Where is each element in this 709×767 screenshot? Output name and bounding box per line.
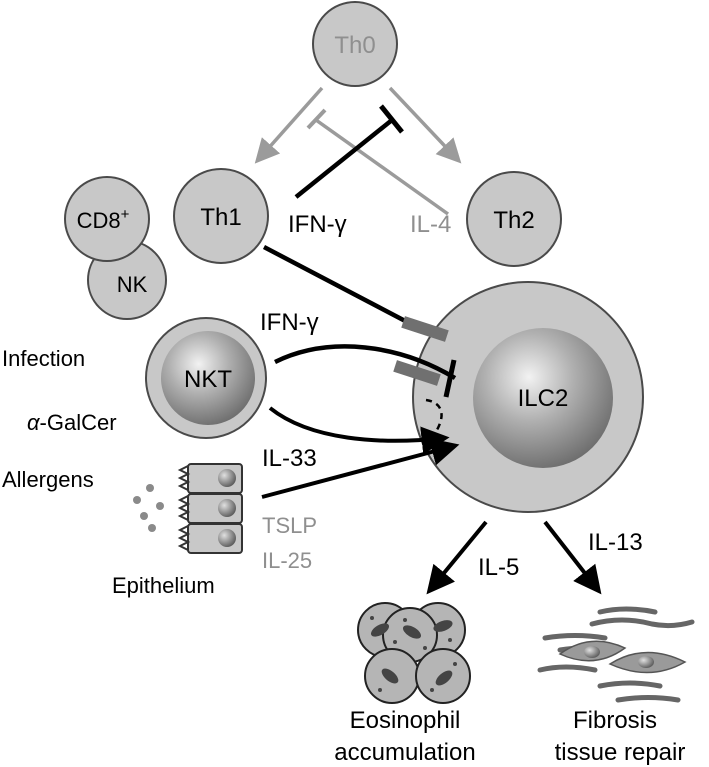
nkt-label: NKT	[184, 366, 232, 393]
ifng-nkt-ilc2-line	[274, 344, 457, 380]
fibrosis-illustration	[537, 606, 695, 703]
th1-cell	[173, 168, 269, 264]
fibrosis-line2: tissue repair	[555, 739, 686, 766]
allergen-particles	[133, 484, 164, 532]
tslp-label: TSLP	[262, 513, 317, 538]
eosinophil-cluster	[357, 602, 471, 704]
epithelium-label: Epithelium	[112, 573, 215, 598]
nkt-il33-arrow	[268, 406, 450, 455]
ifng-receptor-top	[401, 316, 449, 342]
th0-to-th1-arrow	[254, 86, 324, 164]
fibrosis-line1: Fibrosis	[573, 707, 657, 734]
ifng-th2-inhibition-line	[294, 118, 394, 199]
il33-label: IL-33	[262, 445, 317, 472]
th2-label: Th2	[493, 207, 534, 234]
il13-label: IL-13	[588, 529, 643, 556]
ifng-nkt-ilc2-bar	[443, 359, 457, 398]
th2-cell	[466, 171, 562, 267]
eosinophil-line2: accumulation	[334, 739, 475, 766]
ifng-th2-inhibition-bar	[379, 104, 404, 134]
ifng-receptor-bottom	[393, 360, 441, 386]
il25-label: IL-25	[262, 548, 312, 573]
il5-arrow	[426, 520, 488, 595]
epithelium-il33-arrow	[261, 438, 460, 499]
cd8-label-main: CD8	[77, 208, 121, 233]
ilc2-nucleus	[473, 328, 613, 468]
il5-label: IL-5	[478, 554, 519, 581]
eosinophil-line1: Eosinophil	[350, 707, 461, 734]
il4-label: IL-4	[410, 211, 451, 238]
ilc2-label: ILC2	[518, 385, 569, 412]
th0-cell	[312, 1, 398, 87]
nkt-nucleus	[161, 331, 255, 425]
nk-label: NK	[117, 272, 148, 297]
allergens-label: Allergens	[2, 467, 94, 492]
ifng-nkt-label: IFN-γ	[260, 309, 319, 336]
alpha-galcer-label: α-GalCer	[27, 410, 117, 435]
cd8-cell	[64, 176, 150, 262]
infection-label: Infection	[2, 346, 85, 371]
il13-arrow	[543, 520, 602, 595]
il4-inhibition-bar	[306, 108, 327, 130]
th0-to-th2-arrow	[388, 86, 462, 164]
il4-inhibition-line	[314, 118, 450, 216]
ifng-th1-label: IFN-γ	[288, 211, 347, 238]
epithelium-cells	[177, 463, 243, 554]
th0-label: Th0	[334, 32, 375, 59]
cd8-label: CD8+	[77, 206, 130, 233]
cd8-label-sup: +	[121, 206, 130, 223]
th1-label: Th1	[200, 204, 241, 231]
